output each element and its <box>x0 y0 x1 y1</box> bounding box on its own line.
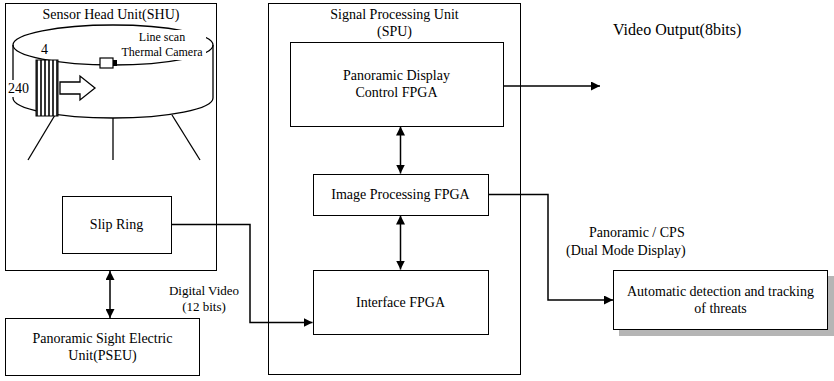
tripod-leg <box>172 115 200 160</box>
fpga-box: Image Processing FPGA <box>313 174 489 216</box>
connector-arrow <box>400 127 402 174</box>
edge-label: Digital Video (12 bits) <box>163 283 245 315</box>
camera-label: Line scan Thermal Camera <box>118 30 206 60</box>
fpga-box: Panoramic Display Control FPGA <box>290 42 504 127</box>
tripod-leg <box>112 118 113 160</box>
box-heading: Signal Processing Unit (SPU) <box>315 6 475 40</box>
dimension-number: 4 <box>40 41 49 58</box>
connector-arrow <box>400 216 402 270</box>
unit-box: Signal Processing Unit (SPU) Panoramic Di… <box>268 3 521 375</box>
camera-icon <box>100 58 117 68</box>
process-box: Slip Ring <box>62 196 172 254</box>
box-heading: Sensor Head Unit(SHU) <box>6 6 216 23</box>
unit-box: Panoramic Sight Electric Unit(PSEU) <box>5 318 200 376</box>
output-label: Video Output(8bits) <box>612 20 742 39</box>
scan-direction-arrow <box>60 76 95 100</box>
output-box: Automatic detection and tracking of thre… <box>613 270 828 330</box>
box-label: Slip Ring <box>90 216 143 233</box>
connector-arrow <box>109 271 111 318</box>
box-label: Automatic detection and tracking of thre… <box>626 283 816 317</box>
box-label: Interface FPGA <box>356 294 445 311</box>
video-output-arrow <box>504 85 600 87</box>
tripod-leg <box>28 115 55 160</box>
dimension-number: 240 <box>7 80 30 97</box>
cylinder-side <box>212 45 213 98</box>
fpga-box: Interface FPGA <box>313 270 489 335</box>
mode-label: (Dual Mode Display) <box>565 242 687 259</box>
detector-array <box>36 60 58 116</box>
box-label: Image Processing FPGA <box>331 186 469 203</box>
box-label: Panoramic Display Control FPGA <box>327 67 467 101</box>
mode-label: Panoramic / CPS <box>588 224 686 241</box>
box-label: Panoramic Sight Electric Unit(PSEU) <box>33 330 173 364</box>
